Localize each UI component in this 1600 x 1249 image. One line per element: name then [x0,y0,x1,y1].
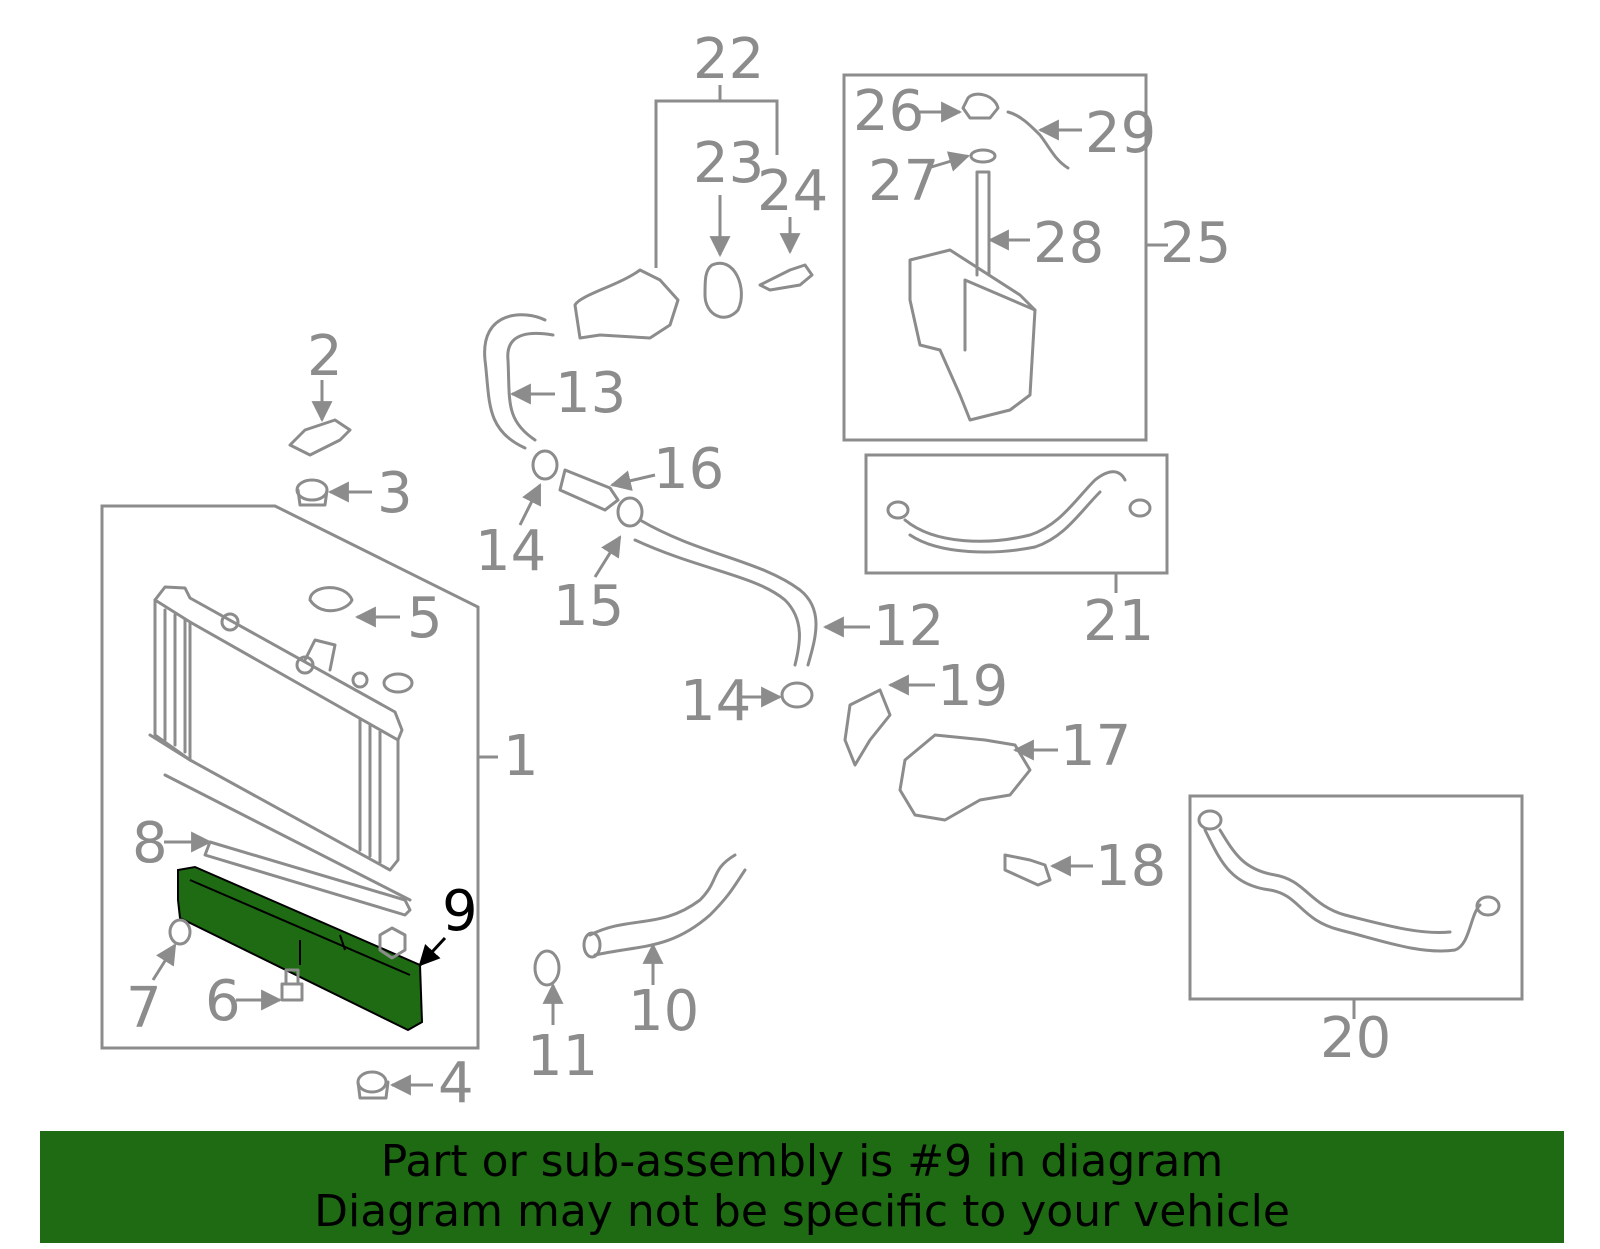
callout-26: 26 [853,79,924,144]
callout-1: 1 [503,724,539,789]
part-17-housing [898,733,1032,822]
part-26-cap [961,92,1000,120]
leader-16 [609,470,656,491]
part-7-oring [168,918,192,946]
part-6-bolt [280,968,304,1002]
part-16-pipe [558,468,620,512]
callout-15: 15 [553,574,624,639]
hose-20-box [1188,794,1524,1001]
callout-20: 20 [1320,1006,1391,1071]
part-18-bolt [1003,853,1052,887]
part-24-bolt [758,263,814,292]
callout-6: 6 [205,969,241,1034]
callout-22: 22 [693,27,764,92]
leader-15 [593,535,622,578]
part-14-clamp [531,449,559,481]
radiator-core [148,585,404,872]
callout-17: 17 [1060,714,1131,779]
banner-line-1: Part or sub-assembly is #9 in diagram [380,1136,1224,1187]
callout-12: 12 [873,594,944,659]
callout-9: 9 [442,879,478,944]
part-5-cap [308,586,354,613]
part-11-clamp [533,949,561,987]
callout-3: 3 [377,461,413,526]
part-23-gasket [703,261,743,319]
leader-27 [927,151,971,172]
callout-25: 25 [1160,211,1231,276]
radiator-group-box [100,504,480,1050]
part-25-reservoir [908,248,1037,422]
part-12-hose [638,518,818,667]
part-29-hose [1006,110,1070,170]
part-28-tube [975,170,991,277]
callout-11: 11 [527,1024,598,1089]
callout-16: 16 [653,437,724,502]
part-19-gasket [843,688,892,767]
info-banner: Part or sub-assembly is #9 in diagram Di… [40,1131,1564,1243]
callout-4: 4 [438,1051,474,1116]
part-15-clamp [616,496,644,528]
callout-14a: 14 [475,519,546,584]
part-nut [378,926,407,960]
leader-7 [151,943,177,981]
hose-21-box [864,453,1169,575]
callout-21: 21 [1083,589,1154,654]
callout-27: 27 [868,149,939,214]
part-21-hose [903,470,1127,543]
part-20-hose [1203,828,1482,953]
callout-29: 29 [1085,101,1156,166]
part-8-seal-2 [163,773,412,902]
callout-8: 8 [132,811,168,876]
callout-24: 24 [757,159,828,224]
callout-13: 13 [555,361,626,426]
reservoir-group-box [842,73,1148,442]
part-22-housing [573,268,680,340]
callout-28: 28 [1033,211,1104,276]
part-4-cushion [356,1070,390,1100]
part-2-bracket [288,418,352,457]
part-3-cushion [295,478,329,507]
callout-2: 2 [307,324,343,389]
part-13-hose [483,313,547,450]
part-8-seal [203,840,412,917]
callout-19: 19 [937,654,1008,719]
callout-18: 18 [1095,834,1166,899]
callout-14b: 14 [680,669,751,734]
leader-22-bracket [654,85,779,268]
banner-line-2: Diagram may not be specific to your vehi… [314,1186,1290,1237]
part-14-clamp-lower [780,681,814,709]
part-27-seal [969,148,997,164]
callout-23: 23 [693,131,764,196]
callout-7: 7 [126,976,162,1041]
part-5-seal [382,672,414,694]
callout-5: 5 [407,586,443,651]
callout-10: 10 [628,979,699,1044]
part-10-hose [588,853,737,937]
leader-9-k [418,936,447,967]
leader-14a [518,483,542,526]
